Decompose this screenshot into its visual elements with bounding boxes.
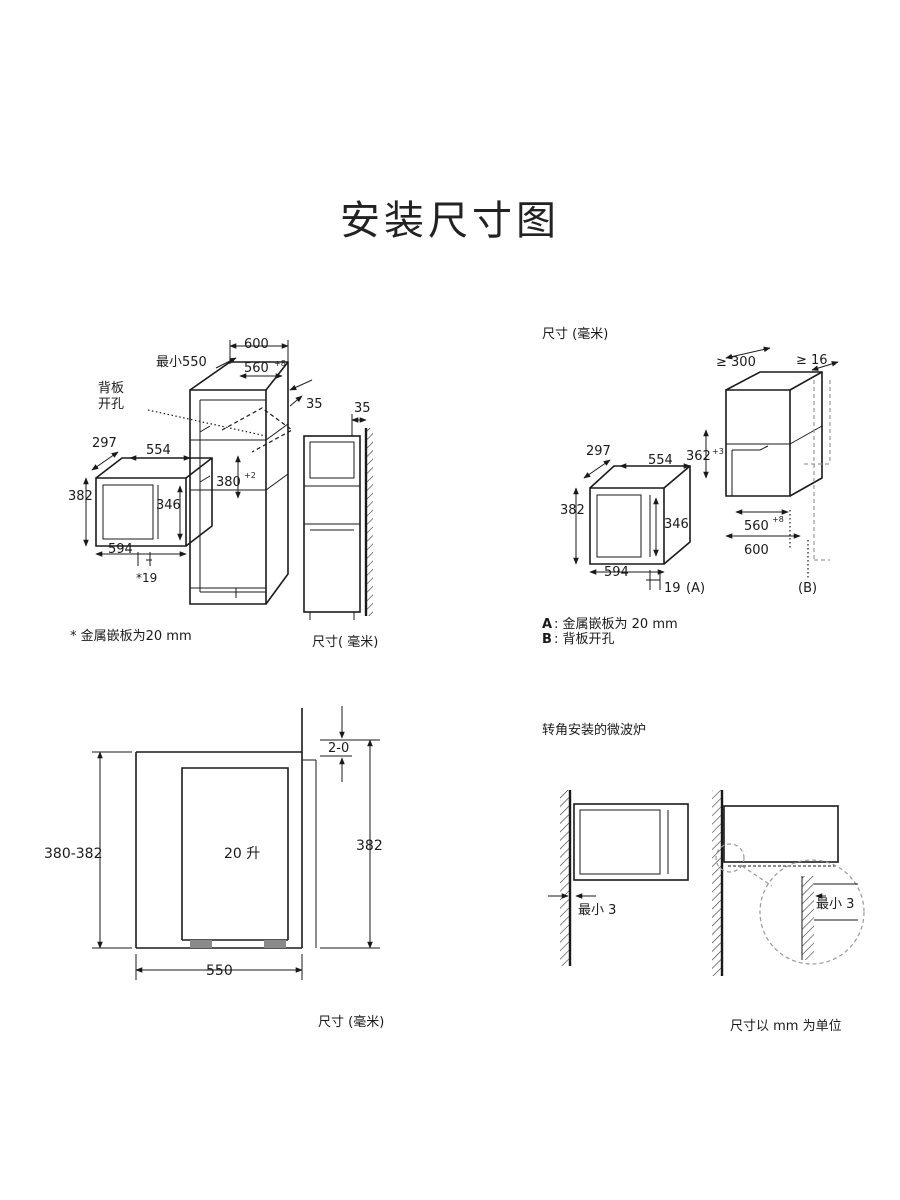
- dim-297-p1: 297: [92, 436, 117, 451]
- dim-560-tol-p2: +8: [772, 515, 784, 524]
- legend-a-key: A: [542, 617, 552, 632]
- dim-346-p2: 346: [664, 517, 689, 532]
- panel-column-installation: 297 554 382 346 594 *19: [68, 337, 378, 650]
- dim-600-p2: 600: [744, 543, 769, 558]
- back-hole-label-1: 背板: [98, 381, 124, 396]
- dim-594-p2: 594: [604, 565, 629, 580]
- unit-label-p3: 尺寸 (毫米): [318, 1014, 384, 1030]
- dim-560-tol-p1: +8: [274, 359, 286, 368]
- dim-380-382-p3: 380-382: [44, 846, 103, 862]
- dim-ge16-p2: ≥ 16: [796, 353, 828, 368]
- dim-382-p3: 382: [356, 838, 383, 854]
- mark-b-p2: (B): [798, 581, 817, 596]
- min3-label-b-p4: 最小 3: [816, 897, 854, 912]
- dim-554-p2: 554: [648, 453, 673, 468]
- dim-382-p1: 382: [68, 489, 93, 504]
- foot-right: [264, 940, 286, 948]
- footnote-p1: * 金属嵌板为20 mm: [70, 628, 192, 644]
- dim-560-p2: 560: [744, 519, 769, 534]
- corner-heading-p4: 转角安装的微波炉: [542, 722, 646, 738]
- panel-corner-installation: 转角安装的微波炉 最小 3 最小 3 尺寸以 mm 为单位: [542, 722, 865, 1034]
- panel-side-section: 380-382 20 升 2-0 382 550 尺寸 (毫米): [44, 706, 384, 1030]
- unit-label-p2: 尺寸 (毫米): [542, 326, 608, 342]
- legend-a-text: : 金属嵌板为 20 mm: [554, 616, 678, 632]
- dims-microwave-p1: [83, 451, 191, 566]
- dim-2-0-p3: 2-0: [328, 741, 349, 756]
- min3-label-a-p4: 最小 3: [578, 903, 616, 918]
- page-title: 安装尺寸图: [340, 198, 560, 244]
- unit-label-p4: 尺寸以 mm 为单位: [730, 1019, 842, 1034]
- dim-19-p1: *19: [136, 571, 157, 585]
- dim-554-p1: 554: [146, 443, 171, 458]
- dim-362-p2: 362: [686, 449, 711, 464]
- dim-min550-p1: 最小550: [156, 355, 207, 370]
- dim-297-p2: 297: [586, 444, 611, 459]
- dim-380-p1: 380: [216, 475, 241, 490]
- back-hole-label-2: 开孔: [98, 397, 124, 412]
- legend-b-text: : 背板开孔: [554, 632, 615, 647]
- legend-b-key: B: [542, 632, 552, 647]
- dim-560-p1: 560: [244, 361, 269, 376]
- wall-cabinet: [725, 371, 831, 561]
- dim-35b-p1: 35: [354, 401, 371, 416]
- panel-wall-cabinet-installation: 尺寸 (毫米) ≥ 300 ≥ 16 362 +3 560 +8 600: [542, 326, 839, 647]
- dim-35a-p1: 35: [306, 397, 323, 412]
- dim-382-p2: 382: [560, 503, 585, 518]
- microwave-unit-p1: [95, 457, 213, 547]
- dim-550-p3: 550: [206, 963, 233, 979]
- microwave-unit-p2: [589, 465, 691, 565]
- capacity-label-p3: 20 升: [224, 846, 260, 862]
- dim-600-p1: 600: [244, 337, 269, 352]
- dim-346-p1: 346: [156, 498, 181, 513]
- cabinet-side-view: [303, 414, 373, 620]
- unit-label-p1: 尺寸( 毫米): [312, 634, 378, 650]
- mark-a-p2: (A): [686, 581, 705, 596]
- dim-19-p2: 19: [664, 581, 681, 596]
- dim-380-tol-p1: +2: [244, 471, 256, 480]
- dim-ge300-p2: ≥ 300: [716, 355, 756, 370]
- foot-left: [190, 940, 212, 948]
- dim-594-p1: 594: [108, 542, 133, 557]
- dim-362-tol-p2: +3: [712, 447, 724, 456]
